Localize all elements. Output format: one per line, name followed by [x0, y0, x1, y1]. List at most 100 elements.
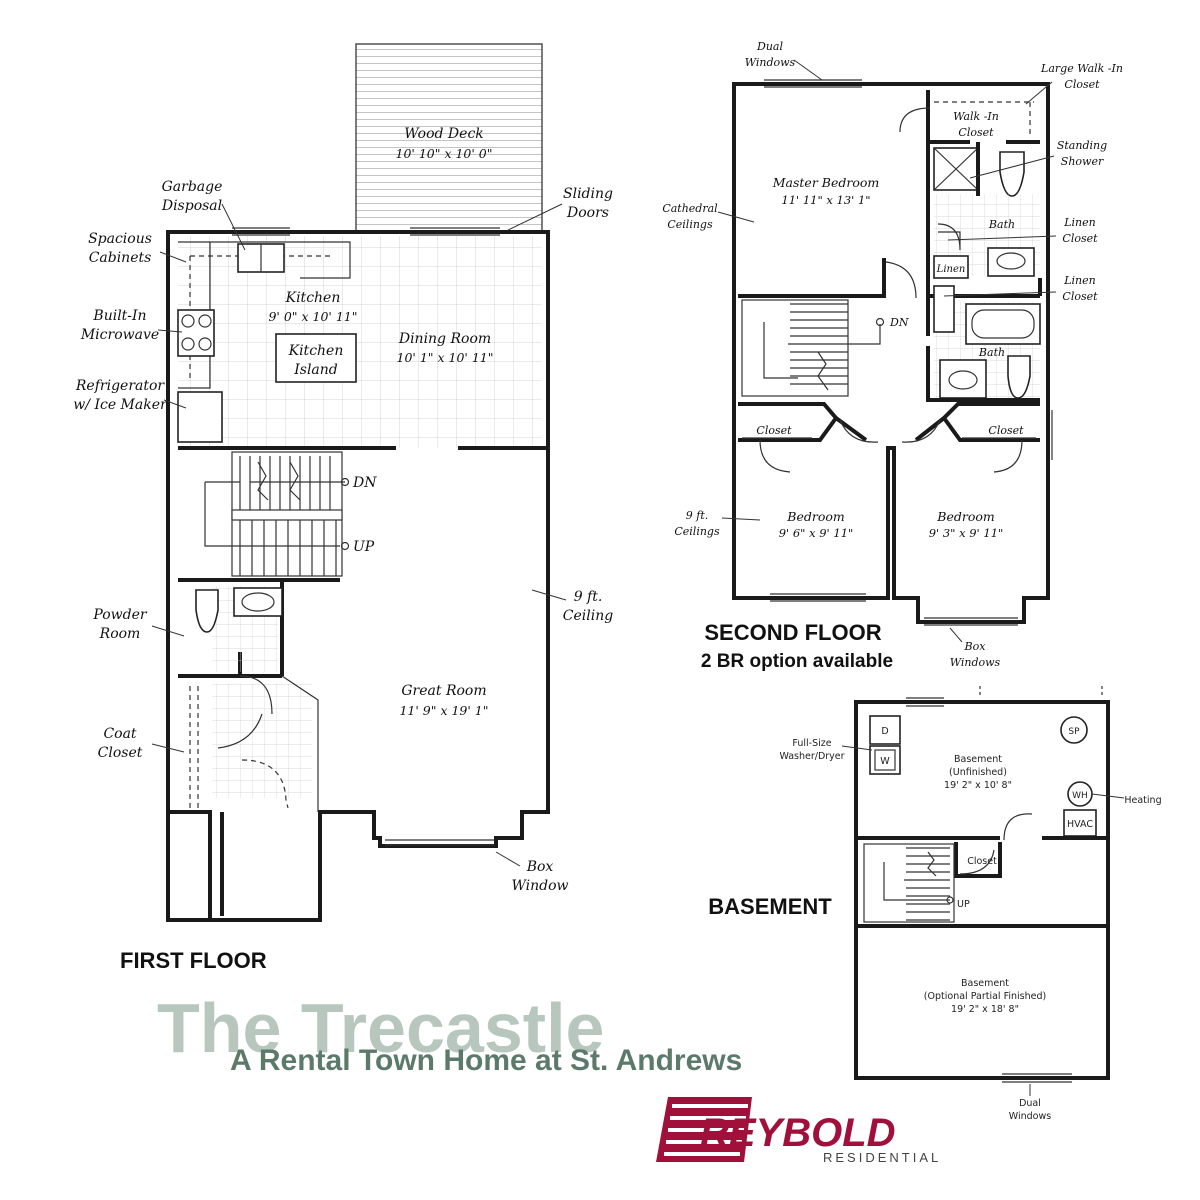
large-walk-in-2: Closet	[1064, 78, 1100, 91]
cathedral-ceilings-2: Ceilings	[667, 218, 713, 231]
powder-room-1: Powder	[92, 607, 148, 623]
second-floor-subheading: 2 BR option available	[701, 651, 893, 672]
built-in-microwave-1: Built-In	[92, 308, 146, 324]
standing-shower-1: Standing	[1057, 139, 1107, 152]
basement-dual-windows-1: Dual	[1019, 1098, 1041, 1109]
linen-closet-upper	[933, 255, 969, 279]
branding: The Trecastle A Rental Town Home at St. …	[157, 989, 938, 1165]
hvac-label: HVAC	[1067, 819, 1093, 830]
bedroom-left-dim: 9' 6" x 9' 11"	[779, 526, 854, 540]
kitchen-island-label-1: Kitchen	[288, 343, 344, 359]
basement-heading: BASEMENT	[708, 894, 832, 919]
master-bedroom-name: Master Bedroom	[772, 175, 880, 190]
powder-room-2: Room	[99, 626, 141, 642]
refrigerator	[177, 391, 223, 443]
coat-closet-2: Closet	[98, 745, 143, 761]
ceilings-9ft-1: 9 ft.	[686, 509, 708, 522]
basement-unfinished-name: Basement	[954, 754, 1002, 765]
dining-room-name: Dining Room	[398, 331, 491, 347]
kitchen-island	[275, 333, 357, 383]
large-walk-in-1: Large Walk -In	[1040, 62, 1123, 75]
sump-pump-label: SP	[1068, 727, 1080, 737]
first-floor-plan	[166, 43, 550, 922]
cathedral-ceilings-1: Cathedral	[662, 202, 718, 215]
built-in-microwave-2: Microwave	[80, 327, 159, 343]
second-floor-plan	[732, 79, 1053, 626]
basement-dual-windows-2: Windows	[1009, 1111, 1051, 1122]
box-windows-2: Windows	[950, 656, 1001, 669]
dining-room-dim: 10' 1" x 10' 11"	[397, 350, 494, 365]
wood-deck-dim: 10' 10" x 10' 0"	[396, 146, 493, 161]
wood-deck-name: Wood Deck	[404, 126, 484, 142]
stairs-up-label: UP	[353, 539, 375, 555]
bathtub	[965, 303, 1041, 345]
basement-finished-note: (Optional Partial Finished)	[924, 991, 1046, 1002]
washer-dryer-2: Washer/Dryer	[779, 751, 844, 762]
linen-closet-2a: Linen	[1063, 274, 1096, 287]
second-floor-heading: SECOND FLOOR	[704, 620, 881, 645]
kitchen-name: Kitchen	[285, 290, 341, 306]
coat-closet-1: Coat	[103, 726, 136, 742]
second-floor-stairs	[741, 299, 885, 397]
linen-closet-lower	[933, 285, 955, 333]
bedroom-right-name: Bedroom	[936, 509, 994, 524]
basement-labels: Basement (Unfinished) 19' 2" x 10' 8" Ba…	[708, 726, 1161, 1122]
ceilings-9ft-2: Ceilings	[674, 525, 720, 538]
basement-unfinished-note: (Unfinished)	[949, 767, 1007, 778]
ceiling-9ft-1: 9 ft.	[574, 589, 603, 605]
linen-closet-1b: Closet	[1062, 232, 1098, 245]
kitchen-dim: 9' 0" x 10' 11"	[268, 309, 357, 324]
basement-stairs	[863, 843, 955, 923]
first-floor-labels: Wood Deck 10' 10" x 10' 0" Kitchen 9' 0"…	[73, 126, 613, 973]
bedroom-left-name: Bedroom	[786, 509, 844, 524]
upper-sink	[987, 247, 1035, 277]
basement-finished-dim: 19' 2" x 18' 8"	[951, 1004, 1019, 1015]
logo-wordmark: REYBOLD	[700, 1111, 896, 1155]
first-floor-heading: FIRST FLOOR	[120, 948, 267, 973]
box-window-2: Window	[511, 878, 568, 894]
property-title: The Trecastle	[157, 989, 604, 1067]
closet-right-label: Closet	[988, 424, 1024, 437]
linen-label: Linen	[936, 264, 966, 275]
water-heater-label: WH	[1072, 791, 1088, 801]
sliding-doors-2: Doors	[566, 205, 609, 221]
wood-deck	[355, 43, 543, 233]
foyer-tile	[212, 684, 312, 798]
kitchen-island-label-2: Island	[293, 362, 338, 378]
closet-left-label: Closet	[756, 424, 792, 437]
heating-label: Heating	[1124, 795, 1161, 806]
reybold-logo: REYBOLD RESIDENTIAL	[656, 1097, 938, 1165]
linen-closet-1a: Linen	[1063, 216, 1096, 229]
sliding-doors-1: Sliding	[563, 186, 613, 202]
basement-finished-name: Basement	[961, 978, 1009, 989]
great-room-dim: 11' 9" x 19' 1"	[399, 703, 488, 718]
refrigerator-1: Refrigerator	[75, 378, 166, 394]
sump-pump	[1060, 716, 1088, 744]
refrigerator-2: w/ Ice Maker	[73, 397, 168, 413]
second-floor-labels: Master Bedroom 11' 11" x 13' 1" Walk -In…	[662, 40, 1123, 672]
second-stairs-down: DN	[889, 316, 909, 329]
first-floor-stairs	[204, 451, 350, 577]
great-room-name: Great Room	[401, 683, 486, 699]
dryer-label: D	[881, 726, 888, 737]
walk-in-closet-1: Walk -In	[953, 110, 999, 123]
washer-label: W	[880, 756, 890, 767]
box-window-1: Box	[526, 859, 554, 875]
dryer	[869, 715, 901, 745]
bedroom-right-dim: 9' 3" x 9' 11"	[929, 526, 1004, 540]
lower-sink	[939, 359, 987, 399]
basement-closet-label: Closet	[967, 856, 997, 867]
washer-dryer-1: Full-Size	[792, 738, 831, 749]
basement-stairs-up: UP	[957, 899, 970, 910]
basement-plan	[854, 686, 1110, 1083]
dual-windows-2: Windows	[745, 56, 796, 69]
ceiling-9ft-2: Ceiling	[563, 608, 613, 624]
bath-lower-label: Bath	[978, 346, 1005, 359]
property-subtitle: A Rental Town Home at St. Andrews	[230, 1044, 742, 1077]
linen-closet-2b: Closet	[1062, 290, 1098, 303]
bath-upper-label: Bath	[988, 218, 1015, 231]
basement-unfinished-dim: 19' 2" x 10' 8"	[944, 780, 1012, 791]
spacious-cabinets-1: Spacious	[88, 231, 152, 247]
walk-in-closet-2: Closet	[958, 126, 994, 139]
